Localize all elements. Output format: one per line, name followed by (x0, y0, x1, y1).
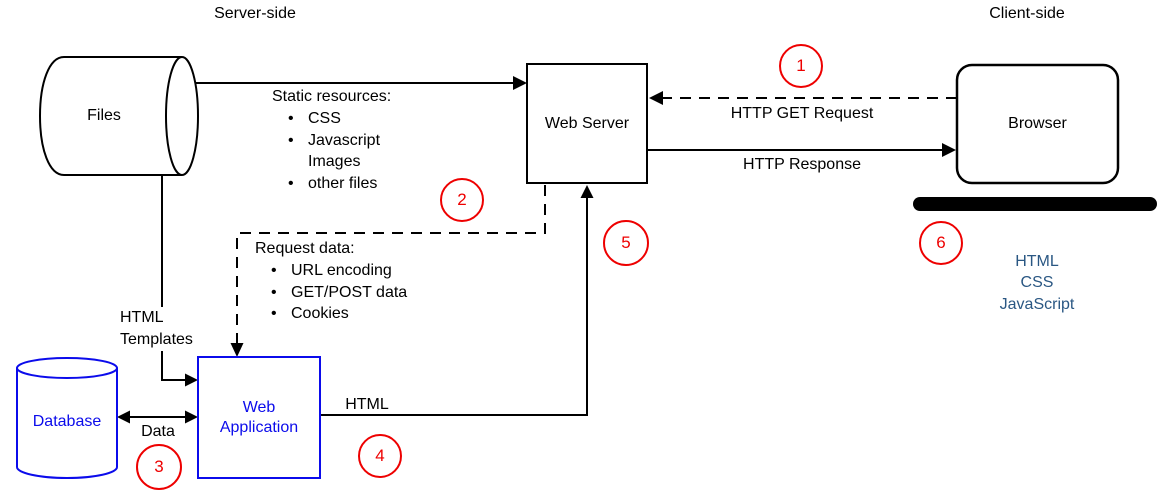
files-cylinder-body (38, 56, 182, 176)
static-resources-list: Static resources: • CSS • Javascript Ima… (272, 86, 391, 194)
list-item: • CSS (272, 108, 391, 130)
request-data-list: Request data: • URL encoding • GET/POST … (255, 238, 407, 325)
bullet-glyph: • (288, 174, 294, 192)
client-stack-item: HTML (1015, 253, 1059, 270)
edge-html-to-webserver (320, 197, 588, 416)
client-stack-item: JavaScript (999, 295, 1075, 313)
web-application-box (197, 356, 321, 479)
edge-html-templates (161, 175, 186, 381)
arrowhead-response-into-browser (942, 143, 956, 157)
step-marker-1: 1 (779, 44, 823, 88)
arrowhead-get-into-webserver (649, 91, 663, 105)
server-side-title: Server-side (214, 5, 296, 22)
step-marker-4: 4 (358, 434, 402, 478)
browser-label: Browser (1008, 115, 1067, 132)
arrowheads (117, 76, 956, 424)
step-marker-2: 2 (440, 178, 484, 222)
database-cylinder-cap (16, 357, 118, 379)
client-stack-list: HTML CSS JavaScript (1000, 251, 1075, 315)
arrowhead-requestdata-into-webapp (230, 343, 244, 357)
list-item: • other files (272, 173, 391, 195)
node-shapes (16, 56, 1157, 480)
bullet-glyph: • (271, 262, 277, 279)
step-marker-3: 3 (136, 444, 182, 490)
bullet-glyph (288, 151, 308, 173)
laptop-base-bar (913, 197, 1157, 211)
arrowhead-html-into-webserver (580, 185, 594, 198)
edge-request-data (236, 185, 546, 344)
request-data-title: Request data: (255, 240, 355, 257)
database-label: Database (32, 413, 102, 430)
http-get-request-label: HTTP GET Request (730, 105, 874, 122)
step-marker-5: 5 (603, 220, 649, 266)
html-templates-label: HTML Templates (118, 307, 195, 351)
list-item: • Javascript (272, 130, 391, 152)
browser-box (955, 63, 1120, 185)
bullet-glyph: • (271, 283, 277, 301)
arrowhead-data-into-webapp (185, 410, 198, 424)
client-stack-item: CSS (1020, 274, 1054, 292)
arrowhead-into-webserver-left (513, 76, 527, 90)
list-item: • GET/POST data (255, 282, 407, 304)
list-item: • URL encoding (255, 260, 407, 282)
list-item: • Cookies (255, 303, 407, 325)
html-label: HTML (345, 396, 389, 413)
database-cylinder-body (16, 368, 118, 480)
connectors (129, 82, 957, 418)
data-label: Data (141, 423, 175, 440)
files-label: Files (87, 107, 121, 124)
web-server-box (526, 63, 648, 184)
files-cylinder-cap (165, 56, 199, 176)
step-marker-6: 6 (919, 221, 963, 265)
client-side-title: Client-side (989, 5, 1065, 22)
bullet-glyph: • (288, 110, 294, 127)
web-server-label: Web Server (544, 114, 630, 132)
web-application-label: Web Application (219, 398, 299, 436)
bullet-glyph: • (271, 305, 277, 322)
bullet-glyph: • (288, 131, 294, 149)
static-resources-title: Static resources: (272, 88, 392, 105)
arrowhead-data-into-database (117, 410, 130, 424)
arrowhead-templates-into-webapp (185, 373, 198, 387)
list-item: Images (272, 151, 391, 173)
http-response-label: HTTP Response (743, 156, 861, 173)
